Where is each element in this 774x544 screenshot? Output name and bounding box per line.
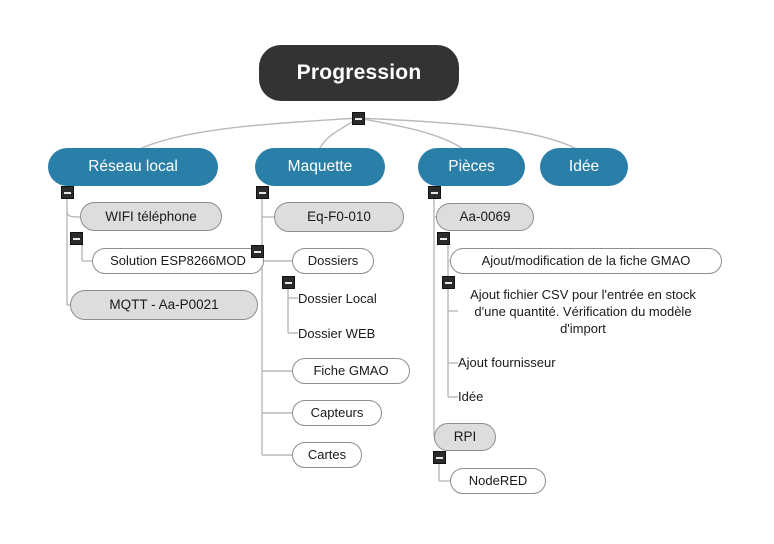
node-label: Solution ESP8266MOD [110,252,246,268]
node-solution-esp8266mod[interactable]: Solution ESP8266MOD [92,248,264,274]
collapse-button-aa-0069[interactable] [437,232,450,245]
node-capteurs[interactable]: Capteurs [292,400,382,426]
root-node-label: Progression [296,60,422,84]
collapse-button-progression[interactable] [352,112,365,125]
node-fiche-gmao[interactable]: Fiche GMAO [292,358,410,384]
node-label: Aa-0069 [459,209,511,225]
collapse-button-reseau-local[interactable] [61,186,74,199]
node-label: RPI [453,429,477,445]
branch-node-pieces[interactable]: Pièces [418,148,525,186]
node-wifi-telephone[interactable]: WIFI téléphone [80,202,222,231]
collapse-button-pieces[interactable] [428,186,441,199]
node-rpi[interactable]: RPI [434,423,496,451]
node-label: Dossier WEB [298,325,376,341]
node-eq-f0-010[interactable]: Eq-F0-010 [274,202,404,232]
node-aa-0069[interactable]: Aa-0069 [436,203,534,231]
node-label: Ajout fournisseur [458,354,556,370]
branch-node-maquette[interactable]: Maquette [255,148,385,186]
node-dossier-local[interactable]: Dossier Local [298,288,418,310]
branch-node-label: Pièces [448,158,495,176]
collapse-button-maquette[interactable] [256,186,269,199]
collapse-button-rpi[interactable] [433,451,446,464]
node-idee-sub[interactable]: Idée [458,387,558,407]
node-label: Ajout/modification de la fiche GMAO [481,252,691,268]
branch-node-label: Idée [568,158,600,176]
node-label: Capteurs [310,404,364,420]
node-mqtt-aa-p0021[interactable]: MQTT - Aa-P0021 [70,290,258,320]
node-label: Dossier Local [298,290,377,306]
node-ajout-modification-fiche-gmao[interactable]: Ajout/modification de la fiche GMAO [450,248,722,274]
node-label: Ajout fichier CSV pour l'entrée en stock… [470,287,696,336]
node-label: NodeRED [468,472,528,488]
branch-node-idee[interactable]: Idée [540,148,628,186]
collapse-button-eq-f0-010[interactable] [251,245,264,258]
node-nodered[interactable]: NodeRED [450,468,546,494]
collapse-button-wifi-telephone[interactable] [70,232,83,245]
node-label: Cartes [307,446,347,462]
node-label: Fiche GMAO [313,362,389,378]
branch-node-label: Réseau local [88,158,178,176]
node-dossiers[interactable]: Dossiers [292,248,374,274]
node-label: MQTT - Aa-P0021 [109,297,219,313]
node-cartes[interactable]: Cartes [292,442,362,468]
root-node[interactable]: Progression [259,45,459,101]
collapse-button-ajout-modification-fiche-gmao[interactable] [442,276,455,289]
collapse-button-dossiers[interactable] [282,276,295,289]
node-label: WIFI téléphone [105,208,197,224]
node-ajout-fichier-csv[interactable]: Ajout fichier CSV pour l'entrée en stock… [458,287,708,337]
branch-node-reseau-local[interactable]: Réseau local [48,148,218,186]
node-ajout-fournisseur[interactable]: Ajout fournisseur [458,353,608,373]
node-label: Idée [458,388,484,404]
branch-node-label: Maquette [287,158,353,176]
node-dossier-web[interactable]: Dossier WEB [298,323,418,345]
node-label: Eq-F0-010 [307,209,371,225]
node-label: Dossiers [307,252,359,268]
